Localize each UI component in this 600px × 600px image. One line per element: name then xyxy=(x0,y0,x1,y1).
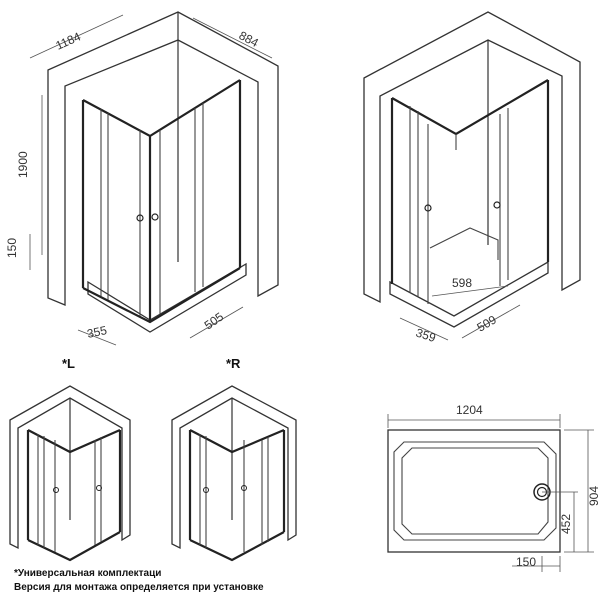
dim-drain-offset-x: 150 xyxy=(516,555,536,569)
main-enclosure-view: 1184 884 1900 150 355 505 xyxy=(5,12,278,345)
variant-right-view xyxy=(172,386,296,560)
note-line-2: Версия для монтажа определяется при уста… xyxy=(14,582,264,593)
note-line-1: *Универсальная комплектаци xyxy=(14,568,161,579)
shower-tray-2 xyxy=(390,262,548,327)
dim-tray-length: 1204 xyxy=(456,403,483,417)
dim-door-left-2: 359 xyxy=(414,326,438,346)
dim-tray-inner: 598 xyxy=(452,276,472,290)
tray-plan-view: 1204 904 452 150 xyxy=(388,403,600,572)
dim-tray-height: 150 xyxy=(5,238,19,258)
dim-door-right-2: 509 xyxy=(475,312,500,334)
dim-height: 1900 xyxy=(16,151,30,178)
variant-label-right: *R xyxy=(226,356,241,371)
dim-tray-width: 904 xyxy=(587,486,600,506)
variant-label-left: *L xyxy=(62,356,75,371)
dim-width-top: 1184 xyxy=(54,29,84,52)
dim-drain-offset-y: 452 xyxy=(559,514,573,534)
variant-left-view xyxy=(10,386,130,560)
open-door-view: 598 359 509 xyxy=(364,12,580,345)
dim-door-left: 355 xyxy=(86,323,109,341)
